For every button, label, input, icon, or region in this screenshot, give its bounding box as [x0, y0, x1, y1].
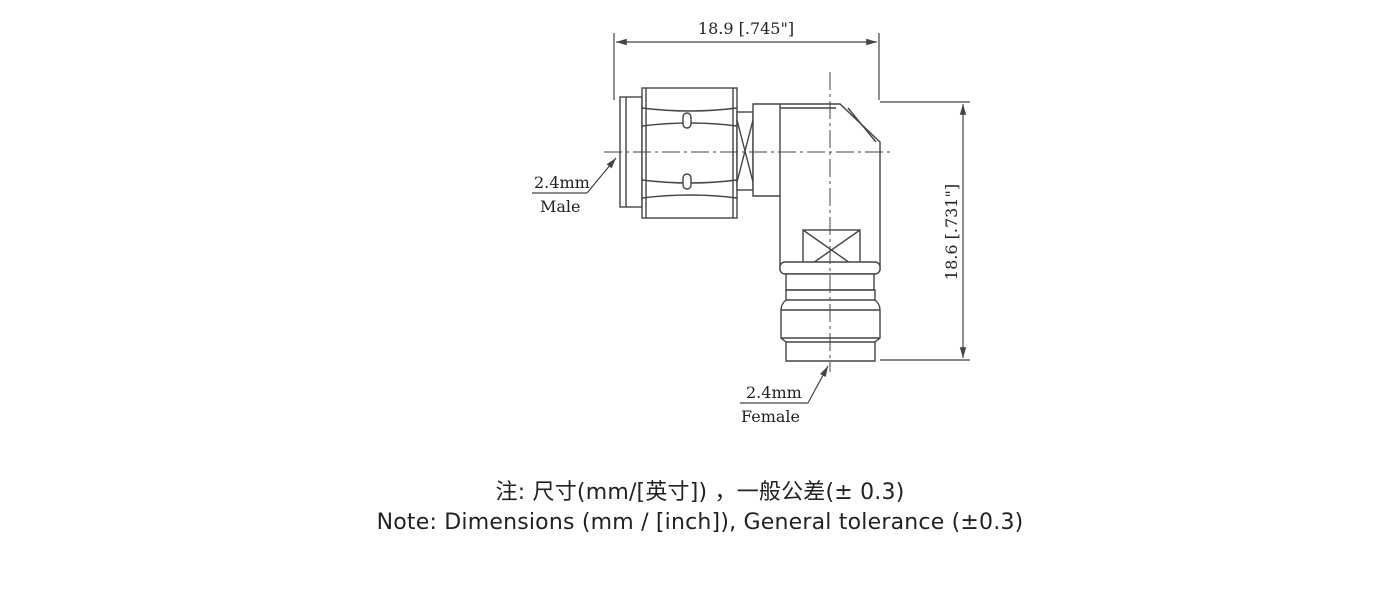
male-callout-size: 2.4mm: [534, 173, 590, 192]
male-callout: 2.4mm Male: [532, 157, 617, 216]
width-dimension-label: 18.9 [.745"]: [698, 19, 794, 38]
note-english: Note: Dimensions (mm / [inch]), General …: [376, 510, 1024, 535]
center-lines: [604, 72, 890, 372]
male-callout-gender: Male: [540, 197, 581, 216]
technical-drawing: 18.9 [.745"] 18.6 [.731"]: [532, 19, 970, 426]
hex-coupling-nut: [641, 87, 738, 219]
connector-drawing-svg: 18.9 [.745"] 18.6 [.731"]: [532, 19, 970, 426]
note-chinese: 注: 尺寸(mm/[英寸]) ，一般公差(± 0.3): [495, 480, 905, 505]
male-callout-leader: [586, 157, 617, 194]
female-callout-size: 2.4mm: [746, 383, 802, 402]
female-callout: 2.4mm Female: [740, 365, 829, 426]
female-callout-leader: [807, 365, 829, 404]
male-neck: [736, 111, 754, 191]
width-dimension: 18.9 [.745"]: [613, 19, 880, 100]
female-callout-gender: Female: [741, 407, 800, 426]
height-dimension: 18.6 [.731"]: [880, 101, 970, 361]
elbow-body: [752, 103, 881, 271]
height-dimension-label: 18.6 [.731"]: [942, 184, 961, 280]
connector-body: [619, 87, 881, 362]
